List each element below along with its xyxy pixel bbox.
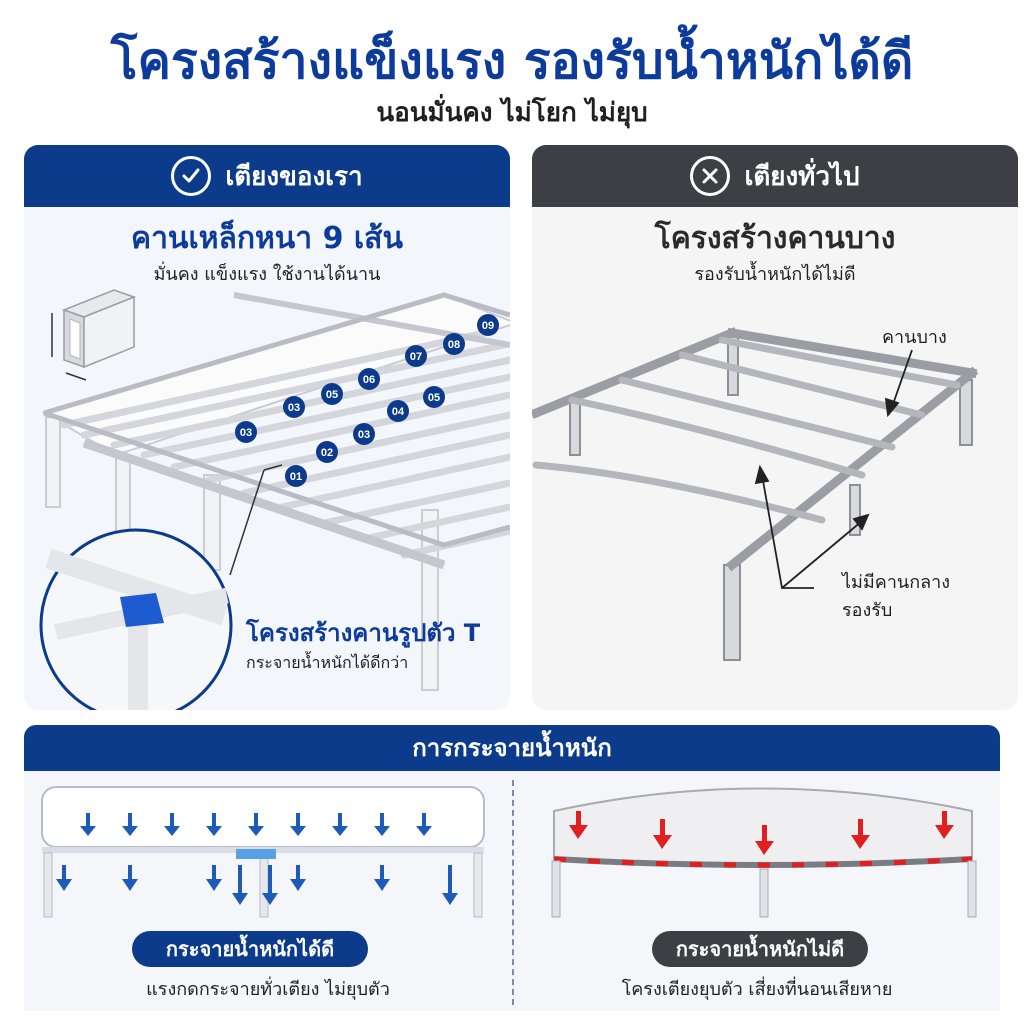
down-arrow-icon — [935, 811, 954, 839]
down-arrow-icon — [122, 813, 138, 836]
down-arrow-icon — [262, 865, 278, 905]
t-joint-zoom — [39, 464, 283, 710]
svg-text:03: 03 — [240, 427, 252, 439]
down-arrow-icon — [755, 825, 774, 855]
beam-badge: 04 — [387, 400, 409, 422]
section-divider — [512, 780, 514, 1005]
bad-distribution-caption: โครงเตียงยุบตัว เสี่ยงที่นอนเสียหาย — [621, 979, 893, 1000]
down-arrow-icon — [232, 865, 248, 905]
beam-badge: 07 — [405, 345, 427, 367]
our-feature-subtitle: มั่นคง แข็งแรง ใช้งานได้นาน — [153, 264, 381, 285]
down-arrow-icon — [374, 813, 390, 836]
down-arrow-icon — [416, 813, 432, 836]
bad-arrows — [569, 811, 954, 855]
typical-feature-subtitle: รองรับน้ำหนักได้ไม่ดี — [694, 264, 856, 285]
down-arrow-icon — [290, 813, 306, 836]
t-joint-subtitle: กระจายน้ำหนักได้ดีกว่า — [246, 653, 409, 672]
bad-distribution-label: กระจายน้ำหนักไม่ดี — [652, 931, 868, 967]
beam-badge: 05 — [321, 383, 343, 405]
no-center-beam-callout-line2: รองรับ — [842, 600, 893, 621]
subheadline: นอนมั่นคง ไม่โยก ไม่ยุบ — [376, 98, 648, 128]
down-arrow-icon — [206, 813, 222, 836]
bad-distribution-illustration — [551, 787, 977, 918]
down-arrow-icon — [122, 865, 138, 891]
typical-bed-header-label: เตียงทั่วไป — [744, 161, 860, 192]
down-arrow-icon — [332, 813, 348, 836]
good-distribution-illustration — [41, 786, 485, 918]
typical-feature-title: โครงสร้างคานบาง — [654, 221, 896, 256]
beam-badge: 05 — [423, 386, 445, 408]
t-joint-title: โครงสร้างคานรูปตัว T — [246, 619, 481, 647]
svg-text:05: 05 — [326, 389, 338, 401]
typical-bed-panel: เตียงทั่วไป โครงสร้างคานบาง รองรับน้ำหนั… — [532, 145, 1018, 710]
beam-badge: 02 — [316, 441, 338, 463]
our-bed-frame-illustration: 01 02 03 03 03 04 05 05 06 07 08 09 — [39, 289, 510, 710]
down-arrow-icon — [248, 813, 264, 836]
beam-badge: 08 — [443, 333, 465, 355]
our-feature-title: คานเหล็กหนา 9 เส้น — [131, 221, 403, 256]
down-arrow-icon — [374, 865, 390, 891]
beam-badge: 01 — [285, 465, 307, 487]
our-bed-header: เตียงของเรา — [24, 145, 510, 207]
headline: โครงสร้างแข็งแรง รองรับน้ำหนักได้ดี — [110, 32, 914, 90]
svg-text:09: 09 — [482, 320, 494, 332]
beam-badge: 09 — [477, 314, 499, 336]
beam-badge: 06 — [358, 368, 380, 390]
svg-text:03: 03 — [358, 429, 370, 441]
svg-text:01: 01 — [290, 471, 302, 483]
steel-tube-icon — [51, 289, 137, 381]
x-circle-icon — [690, 156, 731, 196]
svg-text:05: 05 — [428, 392, 440, 404]
svg-text:02: 02 — [321, 447, 333, 459]
down-arrow-icon — [164, 813, 180, 836]
svg-text:03: 03 — [288, 402, 300, 414]
beam-badge: 03 — [283, 396, 305, 418]
beam-badge: 03 — [353, 423, 375, 445]
down-arrow-icon — [56, 865, 72, 891]
down-arrow-icon — [206, 865, 222, 891]
good-distribution-label: กระจายน้ำหนักได้ดี — [132, 931, 368, 967]
svg-text:04: 04 — [392, 406, 405, 418]
svg-text:06: 06 — [363, 374, 375, 386]
down-arrow-icon — [653, 819, 672, 849]
our-bed-header-label: เตียงของเรา — [225, 161, 363, 192]
down-arrow-icon — [290, 865, 306, 891]
distribution-section-title: การกระจายน้ำหนัก — [24, 725, 1000, 771]
our-bed-panel: เตียงของเรา คานเหล็กหนา 9 เส้น มั่นคง แข… — [24, 145, 510, 710]
down-arrow-icon — [80, 813, 96, 836]
distribution-illustrations — [41, 786, 977, 918]
svg-text:07: 07 — [410, 351, 422, 363]
check-circle-icon — [171, 156, 212, 196]
no-center-beam-callout-line1: ไม่มีคานกลาง — [842, 572, 951, 593]
beam-badge: 03 — [235, 421, 257, 443]
typical-bed-header: เตียงทั่วไป — [532, 145, 1018, 207]
good-distribution-caption: แรงกดกระจายทั่วเตียง ไม่ยุบตัว — [146, 979, 390, 1000]
good-arrows — [56, 813, 458, 905]
thin-beam-callout: คานบาง — [882, 327, 947, 348]
down-arrow-icon — [851, 819, 870, 849]
down-arrow-icon — [569, 811, 588, 839]
svg-text:08: 08 — [448, 339, 460, 351]
down-arrow-icon — [442, 865, 458, 905]
typical-bed-frame-illustration — [532, 327, 979, 661]
